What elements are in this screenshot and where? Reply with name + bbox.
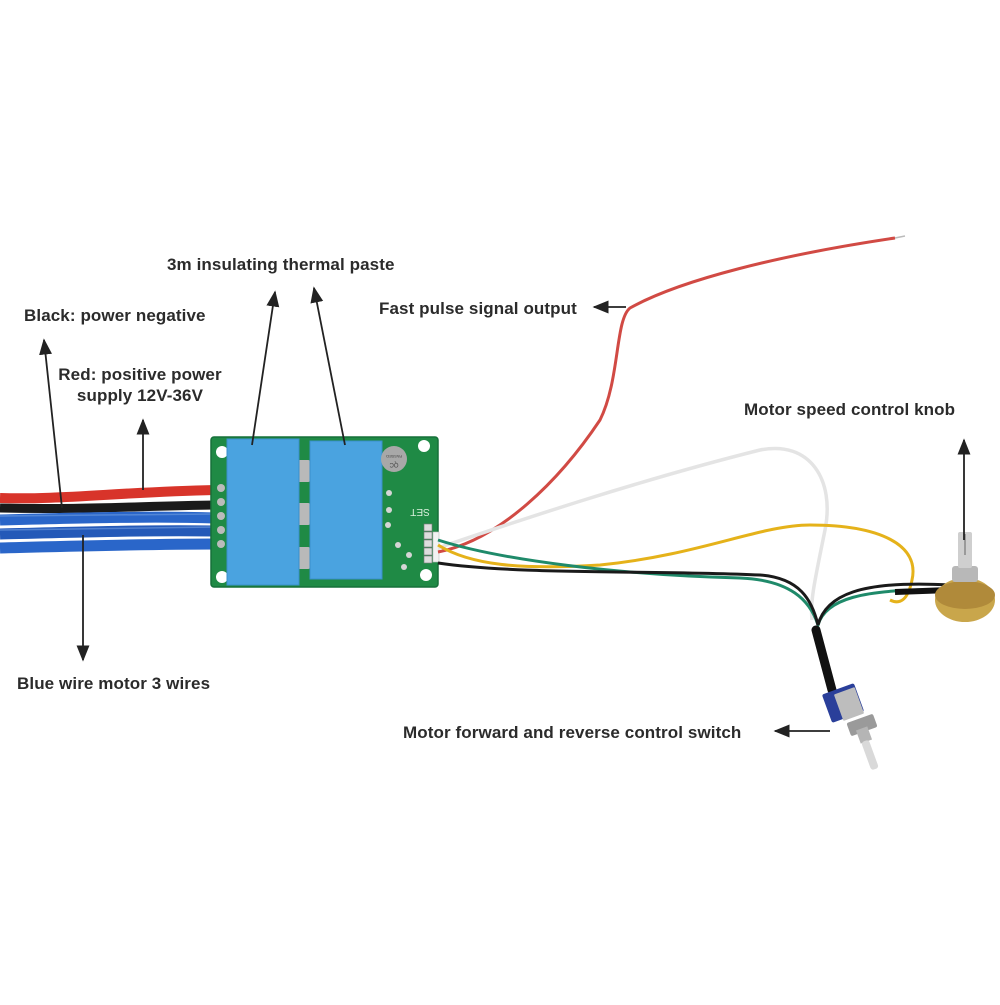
mount-hole: [420, 569, 432, 581]
speed-potentiometer: [935, 532, 995, 622]
annotation-arrows: [39, 286, 971, 738]
arrow-thermal-right: [310, 286, 346, 446]
label-speed-knob: Motor speed control knob: [744, 400, 956, 419]
mount-hole: [418, 440, 430, 452]
direction-toggle-switch: [822, 683, 879, 770]
mount-hole: [216, 571, 228, 583]
blue-motor-wire-b: [0, 525, 216, 540]
label-red-wire-line2: supply 12V-36V: [76, 386, 204, 405]
signal-header: [423, 523, 433, 564]
thermal-pad-left: [227, 439, 299, 585]
label-red-wire-line1: Red: positive power: [58, 365, 222, 384]
thermal-pad-right: [310, 441, 382, 579]
black-power-wire: [0, 500, 216, 514]
qc-sticker: [381, 446, 407, 472]
blue-motor-wire-a: [0, 511, 216, 526]
arrow-black-wire: [39, 338, 63, 509]
power-pads: [217, 484, 225, 548]
label-direction-switch: Motor forward and reverse control switch: [403, 723, 742, 742]
red-power-wire: [0, 485, 216, 504]
svg-text:QC: QC: [389, 461, 399, 467]
label-pulse-output: Fast pulse signal output: [379, 299, 577, 318]
mount-hole: [216, 446, 228, 458]
label-red-wire: Red: positive power supply 12V-36V: [50, 364, 230, 406]
label-blue-wires: Blue wire motor 3 wires: [17, 674, 211, 693]
label-black-wire: Black: power negative: [24, 306, 206, 325]
set-silkscreen: SET: [410, 506, 429, 517]
red-pulse-signal-wire: [437, 236, 896, 554]
svg-text:PASSED: PASSED: [386, 454, 402, 459]
driver-board: QC PASSED SET: [210, 436, 440, 588]
label-thermal-paste: 3m insulating thermal paste: [167, 255, 395, 274]
green-wire: [437, 538, 951, 631]
yellow-wire: [437, 523, 915, 604]
arrow-thermal-left: [251, 290, 280, 446]
left-wire-bundle: [0, 485, 216, 554]
black-signal-wire: [437, 561, 951, 626]
heat-shrink: [811, 625, 837, 695]
white-wire: [437, 446, 829, 621]
blue-motor-wire-c: [0, 538, 216, 554]
